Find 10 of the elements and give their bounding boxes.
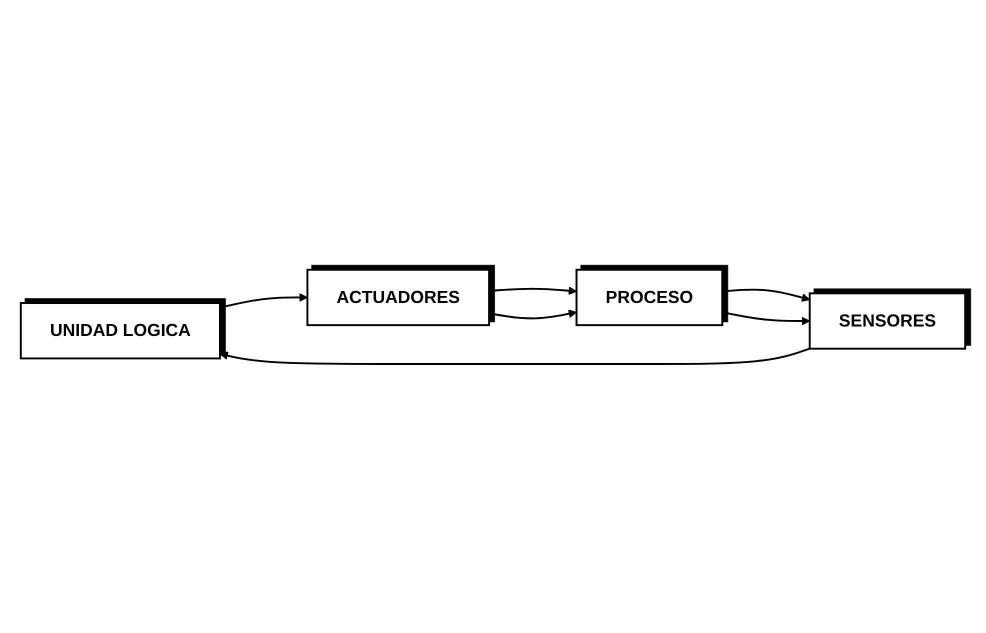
arrow: [488, 309, 577, 319]
arrow: [722, 310, 810, 325]
arrow: [220, 347, 810, 365]
arrow: [220, 292, 308, 308]
node-box: SENSORES: [808, 292, 966, 350]
node-box: ACTUADORES: [306, 268, 490, 326]
node-box: UNIDAD LOGICA: [20, 302, 221, 359]
arrow: [489, 286, 577, 295]
node-box: PROCESO: [576, 268, 724, 326]
arrow: [722, 288, 810, 302]
